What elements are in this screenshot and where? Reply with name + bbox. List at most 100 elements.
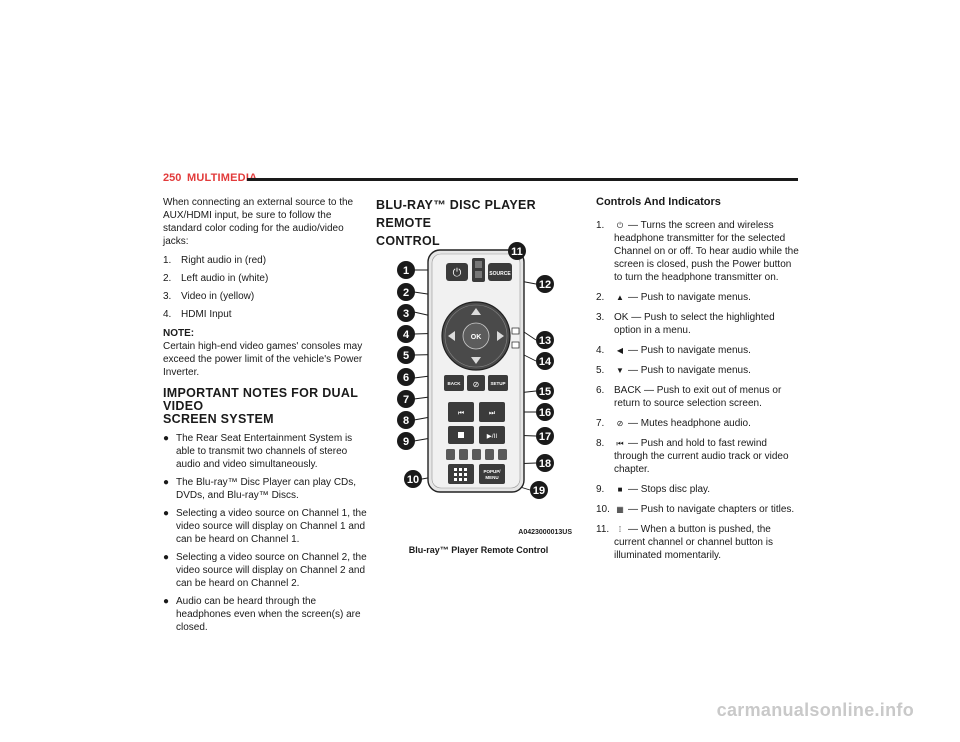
setup-label: SETUP xyxy=(490,381,505,386)
source-button xyxy=(488,263,512,281)
intro-paragraph: When connecting an external source to th… xyxy=(163,197,354,247)
right-column: Controls And Indicators 1.⏻— Turns the s… xyxy=(596,196,801,569)
setup-button xyxy=(488,375,508,391)
bullet-text: Selecting a video source on Channel 2, t… xyxy=(176,552,367,589)
control-description: BACK — Push to exit out of menus or retu… xyxy=(614,384,801,410)
section-heading: IMPORTANT NOTES FOR DUAL VIDEO SCREEN SY… xyxy=(163,387,368,426)
callout-number: 17 xyxy=(539,431,551,443)
callout-number: 16 xyxy=(539,407,551,419)
callout-number: 1 xyxy=(403,265,409,277)
control-item: 4.◀— Push to navigate menus. xyxy=(596,344,801,357)
number-keys xyxy=(446,449,507,460)
callout-circle xyxy=(536,427,554,445)
power-button xyxy=(446,263,468,281)
callout-circle xyxy=(536,275,554,293)
control-item: 9.■— Stops disc play. xyxy=(596,483,801,496)
list-text: Right audio in (red) xyxy=(181,255,267,266)
callout-number: 10 xyxy=(407,474,419,486)
ok-button xyxy=(462,322,490,350)
callout-number: 4 xyxy=(403,329,410,341)
callout-number: 15 xyxy=(539,386,551,398)
callout-number: 12 xyxy=(539,279,551,291)
control-text: — Mutes headphone audio. xyxy=(628,418,751,429)
svg-text:⏮: ⏮ xyxy=(458,410,464,417)
dpad-down xyxy=(471,357,481,364)
callout-number: 9 xyxy=(403,436,409,448)
control-item: 10.▦— Push to navigate chapters or title… xyxy=(596,503,801,516)
control-text: — Push to navigate chapters or titles. xyxy=(628,504,795,515)
back-label: BACK xyxy=(448,381,462,386)
control-item: 1.⏻— Turns the screen and wireless headp… xyxy=(596,219,801,284)
callout-circle xyxy=(397,368,415,386)
control-item: 3. OK — Push to select the highlighted op… xyxy=(596,311,801,337)
callout-circle xyxy=(530,481,548,499)
prev-button xyxy=(448,402,474,422)
control-item: 7.⊘— Mutes headphone audio. xyxy=(596,417,801,430)
bullet-item: ●Selecting a video source on Channel 1, … xyxy=(163,507,368,546)
controls-heading: Controls And Indicators xyxy=(596,196,721,208)
callout-number: 14 xyxy=(539,356,552,368)
list-number: 4. xyxy=(163,309,172,320)
callout-number: 5 xyxy=(403,350,409,362)
svg-text:▶/II: ▶/II xyxy=(487,433,498,440)
control-number: 4. xyxy=(596,345,605,356)
callout-number: 3 xyxy=(403,308,409,320)
callout-circle xyxy=(397,283,415,301)
control-item: 5.▼— Push to navigate menus. xyxy=(596,364,801,377)
control-number: 6. xyxy=(596,385,605,396)
callout-circle xyxy=(397,390,415,408)
next-button xyxy=(479,402,505,422)
note-label: NOTE: xyxy=(163,328,195,339)
control-number: 8. xyxy=(596,438,605,449)
callout-number: 19 xyxy=(533,485,545,497)
control-description: ⁞— When a button is pushed, the current … xyxy=(614,523,801,562)
callout-circle xyxy=(397,411,415,429)
control-number: 11. xyxy=(596,524,610,535)
source-label: SOURCE xyxy=(489,271,511,277)
left-arrow-icon: ◀ xyxy=(616,346,624,355)
figure-title-line1: BLU-RAY™ DISC PLAYER REMOTE xyxy=(376,198,536,230)
stop-icon: ■ xyxy=(617,485,623,494)
list-text: Left audio in (white) xyxy=(181,273,269,284)
up-arrow-icon: ▲ xyxy=(616,293,624,302)
bullet-item: ●The Rear Seat Entertainment System is a… xyxy=(163,432,368,471)
control-description: ⊘ — Mutes headphone audio. xyxy=(614,417,751,430)
image-code: A0423000013US xyxy=(518,529,572,536)
dpad-left xyxy=(448,331,455,341)
callout-number: 13 xyxy=(539,335,551,347)
list-number: 2. xyxy=(163,273,172,284)
bullet-text: The Blu-ray™ Disc Player can play CDs, D… xyxy=(176,477,357,501)
remote-control-illustration: ⏻ SOURCE OK BACK ⊘ SETUP ⏮ ⏭ xyxy=(397,242,572,536)
dpad-up xyxy=(471,308,481,315)
control-text: — Stops disc play. xyxy=(628,484,711,495)
svg-text:⊘: ⊘ xyxy=(473,380,480,389)
callout-number: 8 xyxy=(403,415,409,427)
control-text: — Push to navigate menus. xyxy=(628,365,751,376)
callout-number: 18 xyxy=(539,458,551,470)
callout-number: 6 xyxy=(403,372,409,384)
callout-circle xyxy=(508,242,526,260)
chapters-icon: ▦ xyxy=(616,505,624,514)
callout-circle xyxy=(536,382,554,400)
control-item: 2.▲— Push to navigate menus. xyxy=(596,291,801,304)
rewind-icon: ⏮ xyxy=(616,439,624,448)
list-text: HDMI Input xyxy=(181,309,232,320)
control-number: 3. xyxy=(596,312,605,323)
jack-list: 1.Right audio in (red) 2.Left audio in (… xyxy=(163,254,368,321)
mute-icon: ⊘ xyxy=(616,419,624,428)
bullet-list: ●The Rear Seat Entertainment System is a… xyxy=(163,432,368,634)
callout-circle xyxy=(536,403,554,421)
callout-circle xyxy=(536,352,554,370)
control-item: 8.⏮— Push and hold to fast rewind throug… xyxy=(596,437,801,476)
control-text: OK — Push to select the highlighted opti… xyxy=(614,312,775,336)
popup-menu-button xyxy=(479,464,505,484)
callout-number: 11 xyxy=(511,246,523,258)
bullet-item: ●The Blu-ray™ Disc Player can play CDs, … xyxy=(163,476,368,502)
popup-label-2: MENU xyxy=(485,475,498,480)
dpad-right xyxy=(497,331,504,341)
page-header: 250 MULTIMEDIA xyxy=(163,172,798,186)
figure-title: BLU-RAY™ DISC PLAYER REMOTE CONTROL xyxy=(376,196,581,250)
bullet-icon: ● xyxy=(163,552,170,563)
mute-button xyxy=(467,375,485,391)
control-text: — When a button is pushed, the current c… xyxy=(614,524,773,561)
